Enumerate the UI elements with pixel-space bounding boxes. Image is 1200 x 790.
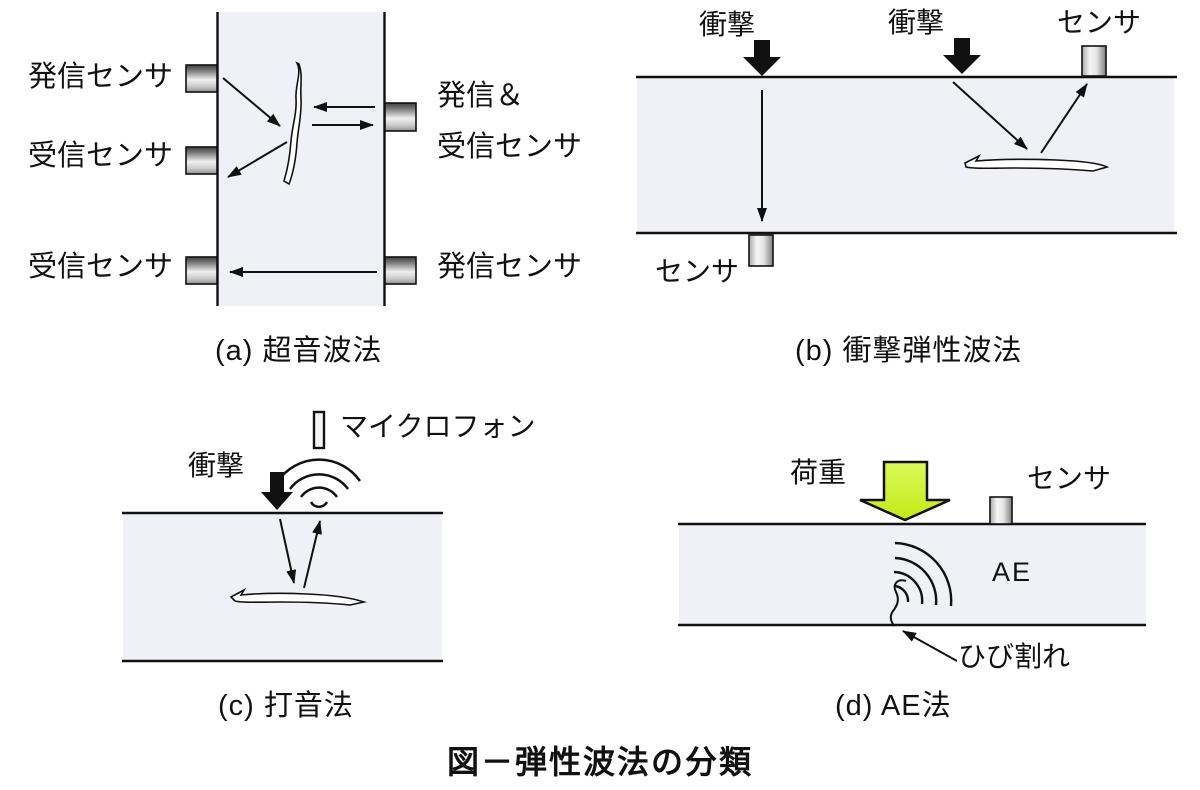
label-sensor: センサ bbox=[1057, 7, 1142, 38]
label-impact: 衝撃 bbox=[888, 7, 945, 38]
crack-pointer-arrow bbox=[902, 630, 958, 662]
crack-icon bbox=[889, 579, 907, 627]
impact-arrow-icon bbox=[261, 472, 293, 510]
transmit-sensor-icon bbox=[185, 64, 218, 93]
wave-path-arrow bbox=[1040, 83, 1088, 154]
sound-wave-icon bbox=[276, 458, 362, 509]
crack-icon bbox=[283, 61, 302, 186]
label-transmit-and: 発信＆ bbox=[437, 80, 525, 112]
label-sensor: センサ bbox=[655, 256, 740, 287]
microphone-icon bbox=[312, 410, 326, 450]
wave-path-arrow bbox=[303, 520, 322, 589]
panel-a-caption: (a) 超音波法 bbox=[215, 335, 383, 367]
receive-sensor-icon bbox=[185, 146, 218, 175]
transmit-sensor-icon bbox=[384, 256, 417, 285]
concrete-slab bbox=[123, 514, 442, 660]
wave-path-arrow bbox=[227, 141, 288, 178]
impact-arrow-icon bbox=[743, 40, 781, 76]
impact-arrow-icon bbox=[943, 38, 981, 74]
sensor-icon bbox=[1081, 45, 1107, 77]
panel-c-caption: (c) 打音法 bbox=[218, 690, 354, 722]
panel-b-caption: (b) 衝撃弾性波法 bbox=[795, 335, 1023, 367]
label-microphone: マイクロフォン bbox=[340, 411, 536, 442]
label-load: 荷重 bbox=[790, 457, 847, 488]
label-crack: ひび割れ bbox=[958, 641, 1071, 672]
wave-path-arrow bbox=[222, 77, 281, 127]
panel-d-caption: (d) AE法 bbox=[835, 690, 952, 722]
label-receive-sensor: 受信センサ bbox=[28, 140, 174, 172]
sensor-icon bbox=[989, 496, 1013, 525]
label-ae: AE bbox=[992, 557, 1033, 587]
load-arrow-icon bbox=[859, 460, 951, 522]
crack-icon bbox=[229, 587, 368, 606]
label-impact: 衝撃 bbox=[699, 9, 756, 40]
label-sensor: センサ bbox=[1027, 463, 1112, 494]
wave-path-arrow bbox=[952, 81, 1028, 150]
label-transmit-sensor: 発信センサ bbox=[28, 61, 174, 93]
label-transmit-sensor: 発信センサ bbox=[437, 251, 583, 283]
concrete-slab bbox=[637, 78, 1174, 232]
panel-b-graphics bbox=[636, 38, 1177, 267]
label-impact: 衝撃 bbox=[188, 450, 245, 481]
transmit-receive-sensor-icon bbox=[384, 102, 417, 132]
panel-c-graphics bbox=[122, 410, 443, 663]
figure-caption: 図－弾性波法の分類 bbox=[446, 744, 753, 780]
crack-icon bbox=[964, 154, 1110, 172]
concrete-slab bbox=[679, 525, 1146, 625]
ae-wave-icon bbox=[893, 541, 953, 607]
sensor-icon bbox=[748, 234, 774, 267]
concrete-column bbox=[218, 12, 384, 306]
panel-a-graphics bbox=[185, 12, 417, 306]
wave-path-arrow bbox=[279, 518, 297, 584]
label-receive-sensor: 受信センサ bbox=[437, 131, 583, 163]
label-receive-sensor: 受信センサ bbox=[28, 251, 174, 283]
panel-d-graphics bbox=[678, 460, 1146, 662]
receive-sensor-icon bbox=[185, 256, 218, 285]
